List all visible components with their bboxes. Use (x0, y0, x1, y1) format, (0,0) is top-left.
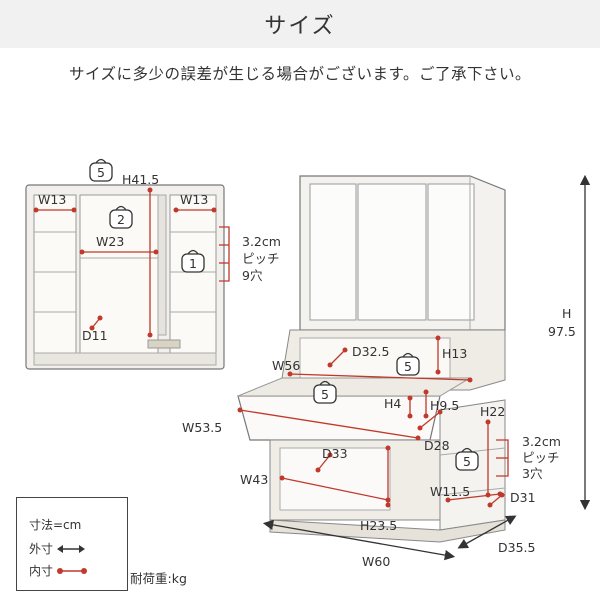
legend-unit-label: 寸法=cm (29, 518, 82, 532)
tray-load: 5 (404, 359, 412, 374)
upper-depth: D11 (82, 328, 108, 343)
total-width: W60 (362, 554, 390, 569)
legend-inner-label: 内寸 (29, 564, 54, 578)
upper-load-center: 2 (117, 212, 125, 227)
side-height: H22 (480, 404, 505, 419)
weight-icon: 2 (109, 205, 133, 229)
upper-center-width: W23 (96, 234, 124, 249)
upper-pitch-3: 9穴 (242, 268, 263, 283)
drawer-depth: D28 (424, 438, 450, 453)
total-height-value: 97.5 (548, 324, 576, 339)
weight-icon: 5 (89, 158, 113, 182)
upper-load-top: 5 (97, 165, 105, 180)
weight-icon: 1 (181, 249, 205, 273)
upper-pitch-2: ピッチ (242, 251, 280, 266)
legend-outer-label: 外寸 (29, 542, 54, 556)
upper-height: H41.5 (122, 172, 159, 187)
drawer-width: W53.5 (182, 420, 222, 435)
drawer-height: H4 (384, 396, 401, 411)
main-pitch-3: 3穴 (522, 466, 543, 481)
knee-width: W43 (240, 472, 268, 487)
page-title: サイズ (264, 14, 336, 39)
total-depth: D35.5 (498, 540, 535, 555)
legend: 寸法=cm 外寸 内寸 (16, 497, 128, 591)
upper-unit-dimensions: W13 W13 W23 H41.5 D11 3.2cm ピッチ 9穴 (33, 172, 281, 343)
inner-width: W56 (272, 358, 300, 373)
dot-line-icon (57, 567, 88, 574)
header-bar: サイズ (0, 0, 600, 48)
knee-depth: D33 (322, 446, 348, 461)
top-shelf-height: H13 (442, 346, 467, 361)
side-depth: D31 (510, 490, 536, 505)
side-width: W11.5 (430, 484, 470, 499)
total-height-label: H (562, 306, 571, 321)
tolerance-note: サイズに多少の誤差が生じる場合がございます。ご了承下さい。 (69, 65, 531, 83)
weight-icon: 5 (455, 447, 479, 471)
dresser-dimensions: H 97.5 H13 D32.5 W56 H4 H9.5 W53.5 D28 H… (182, 174, 591, 569)
legend-unit: 寸法=cm (29, 516, 81, 533)
upper-left-width: W13 (38, 192, 66, 207)
weight-icon: 5 (396, 352, 420, 376)
weight-icon: 5 (313, 380, 337, 404)
main-pitch-2: ピッチ (522, 450, 560, 465)
legend-outer: 外寸 (29, 540, 86, 557)
drawer-inner-height: H9.5 (430, 398, 459, 413)
upper-unit-illustration (25, 184, 225, 370)
upper-right-width: W13 (180, 192, 208, 207)
drawer-load: 5 (321, 387, 329, 402)
main-pitch-1: 3.2cm (522, 434, 561, 449)
side-load: 5 (463, 454, 471, 469)
upper-load-side: 1 (189, 256, 197, 271)
upper-pitch-1: 3.2cm (242, 234, 281, 249)
knee-height: H23.5 (360, 518, 397, 533)
double-arrow-icon (57, 544, 86, 553)
legend-inner: 内寸 (29, 562, 88, 579)
load-capacity-note: 耐荷重:kg (130, 571, 187, 586)
tray-depth: D32.5 (352, 344, 389, 359)
